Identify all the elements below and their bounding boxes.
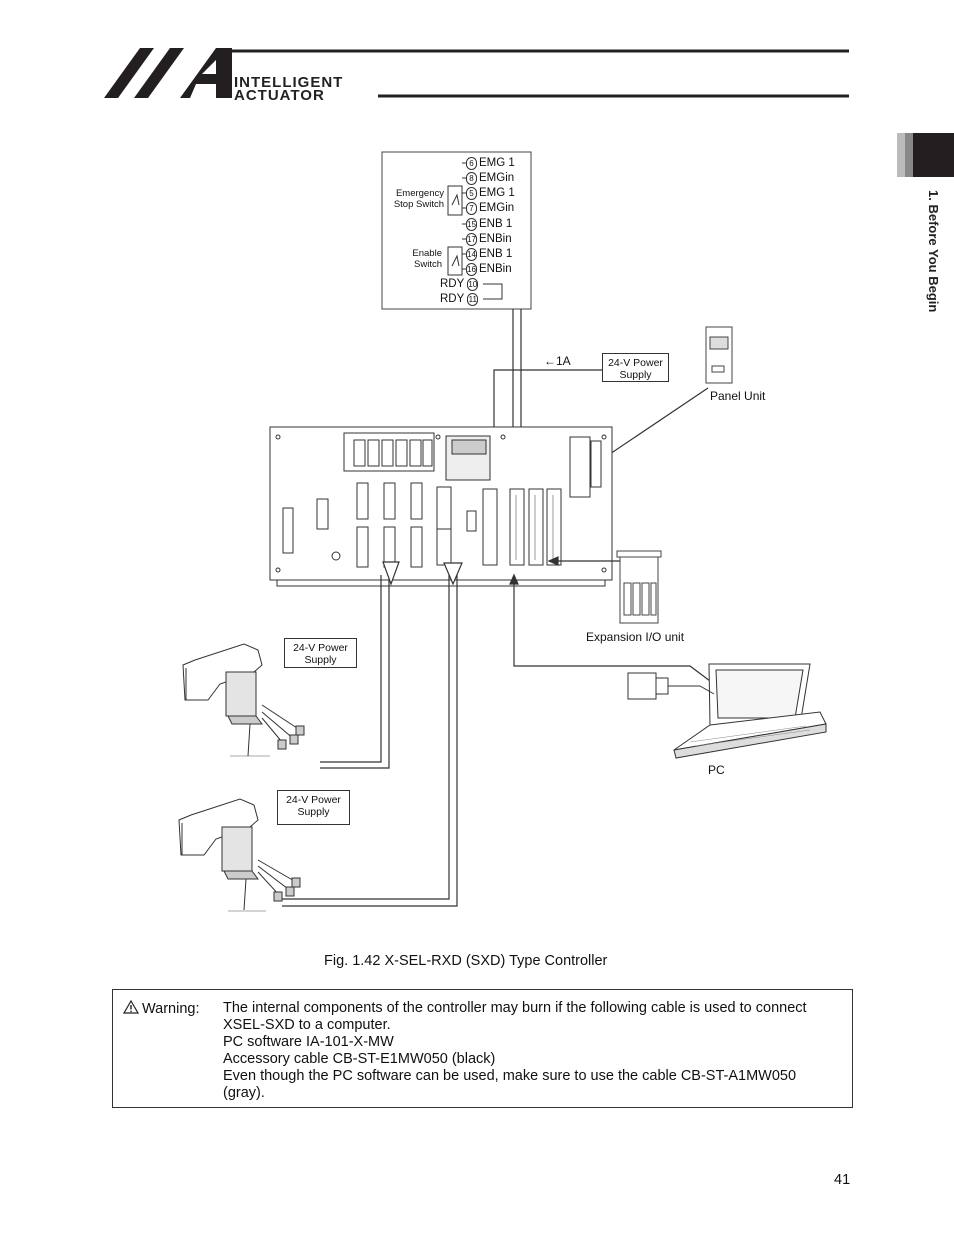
warning-line: XSEL-SXD to a computer. <box>223 1017 391 1033</box>
pc-label: PC <box>708 763 725 777</box>
panel-unit-device <box>705 326 733 384</box>
terminal-number-badge: 6 <box>466 157 477 170</box>
controller-unit <box>269 426 613 587</box>
terminal-number-badge: 10 <box>467 278 479 291</box>
terminal-number-badge: 16 <box>466 263 477 276</box>
logo-text-intelligent: INTELLIGENT <box>234 74 344 91</box>
header-rules <box>228 49 849 98</box>
warning-line: The internal components of the controlle… <box>223 1000 807 1016</box>
power-supply-box-robot-1: 24-V Power Supply <box>284 638 357 668</box>
side-tab-label: 1. Before You Begin <box>926 190 941 313</box>
side-tab-block <box>897 133 954 177</box>
scara-robot-1 <box>182 643 305 757</box>
controller-wiring-diagram <box>178 151 827 912</box>
warning-box: Warning: The internal components of the … <box>112 989 853 1108</box>
terminal-number-badge: 11 <box>467 293 479 306</box>
expansion-io-device <box>616 550 662 624</box>
panel-unit-label: Panel Unit <box>710 389 766 403</box>
terminal-number-badge: 17 <box>466 233 477 246</box>
figure-caption: Fig. 1.42 X-SEL-RXD (SXD) Type Controlle… <box>324 953 608 969</box>
power-supply-box-robot-2: 24-V Power Supply <box>277 790 350 825</box>
ia-logo-icon <box>104 48 232 98</box>
terminal-number-badge: 7 <box>466 202 477 215</box>
warning-line: (gray). <box>223 1085 265 1101</box>
terminal-number-badge: 15 <box>466 218 477 231</box>
terminal-number-badge: 5 <box>466 187 477 200</box>
laptop-pc-icon <box>627 663 827 759</box>
warning-line: Accessory cable CB-ST-E1MW050 (black) <box>223 1051 496 1067</box>
power-supply-box-top: 24-V Power Supply <box>602 353 669 382</box>
warning-line: PC software IA-101-X-MW <box>223 1034 394 1050</box>
terminal-number-badge: 8 <box>466 172 477 185</box>
warning-triangle-icon <box>122 999 140 1014</box>
scara-robot-2 <box>178 798 301 911</box>
current-rating-label: ←1A <box>544 354 571 368</box>
enable-switch-label: Enable Switch <box>412 248 442 270</box>
logo-text-actuator: ACTUATOR <box>234 87 325 104</box>
expansion-io-label: Expansion I/O unit <box>586 630 685 644</box>
terminal-box <box>381 151 532 310</box>
warning-line: Even though the PC software can be used,… <box>223 1068 797 1084</box>
page-number: 41 <box>834 1172 851 1188</box>
warning-text: The internal components of the controlle… <box>223 1000 843 1102</box>
warning-title: Warning: <box>122 999 199 1017</box>
emergency-stop-switch-label: Emergency Stop Switch <box>393 188 444 210</box>
terminal-number-badge: 14 <box>466 248 477 261</box>
